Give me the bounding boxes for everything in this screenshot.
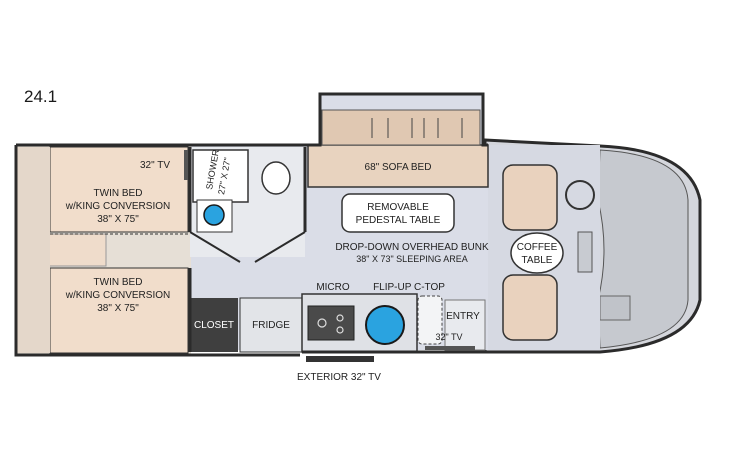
label-twin-bed-bottom-2: w/KING CONVERSION — [65, 290, 170, 301]
shower — [192, 149, 249, 203]
kitchen-sink-icon — [365, 305, 405, 345]
passenger-seat — [502, 274, 558, 341]
model-number: 24.1 — [24, 87, 58, 106]
sofa-back — [321, 109, 481, 146]
bedroom-tv — [184, 150, 188, 180]
pedestal-table — [341, 193, 455, 233]
cab-step — [599, 295, 631, 321]
twin-bed-bottom — [49, 267, 189, 354]
burner-1-icon — [317, 318, 327, 328]
label-bedroom-tv: 32" TV — [140, 160, 170, 171]
flip-up-countertop — [417, 295, 443, 345]
label-flip-up: FLIP-UP C-TOP — [373, 282, 445, 293]
label-fridge: FRIDGE — [252, 320, 290, 331]
label-twin-bed-bottom-3: 38" X 75" — [97, 303, 139, 314]
label-pedestal-2: PEDESTAL TABLE — [356, 215, 441, 226]
label-entry: ENTRY — [446, 311, 480, 322]
driver-seat — [502, 164, 558, 231]
label-bunk-2: 38" X 73" SLEEPING AREA — [356, 254, 467, 264]
bath-sink-icon — [203, 204, 225, 226]
label-sofa-bed: 68" SOFA BED — [365, 162, 432, 173]
label-twin-bed-top-3: 38" X 75" — [97, 214, 139, 225]
entry-step — [444, 299, 486, 351]
toilet-icon — [261, 161, 291, 195]
burner-2-icon — [336, 314, 344, 322]
cooktop — [307, 305, 355, 341]
fridge — [239, 297, 303, 353]
bath-wall-angle — [189, 231, 306, 263]
label-closet: CLOSET — [194, 320, 234, 331]
label-twin-bed-top-2: w/KING CONVERSION — [65, 201, 170, 212]
label-entry-tv: 32" TV — [435, 332, 462, 342]
label-coffee-1: COFFEE — [517, 242, 558, 253]
dash-console — [577, 231, 593, 273]
walls — [14, 92, 488, 357]
sofa-bed — [307, 144, 489, 188]
entry-tv — [425, 346, 475, 350]
sofa-cushion-lines — [371, 118, 463, 138]
label-micro: MICRO — [316, 282, 350, 293]
steering-wheel-icon — [565, 180, 595, 210]
label-coffee-2: TABLE — [522, 255, 553, 266]
closet — [190, 298, 238, 352]
coffee-table — [510, 232, 564, 274]
label-twin-bed-top-1: TWIN BED — [94, 188, 143, 199]
bed-rear-shelf — [16, 147, 50, 353]
label-bunk-1: DROP-DOWN OVERHEAD BUNK — [335, 242, 489, 253]
label-exterior-tv: EXTERIOR 32" TV — [297, 372, 381, 383]
burner-3-icon — [336, 326, 344, 334]
label-twin-bed-bottom-1: TWIN BED — [94, 277, 143, 288]
twin-bed-top — [49, 146, 189, 233]
label-pedestal-1: REMOVABLE — [367, 202, 429, 213]
exterior-tv — [306, 356, 374, 362]
